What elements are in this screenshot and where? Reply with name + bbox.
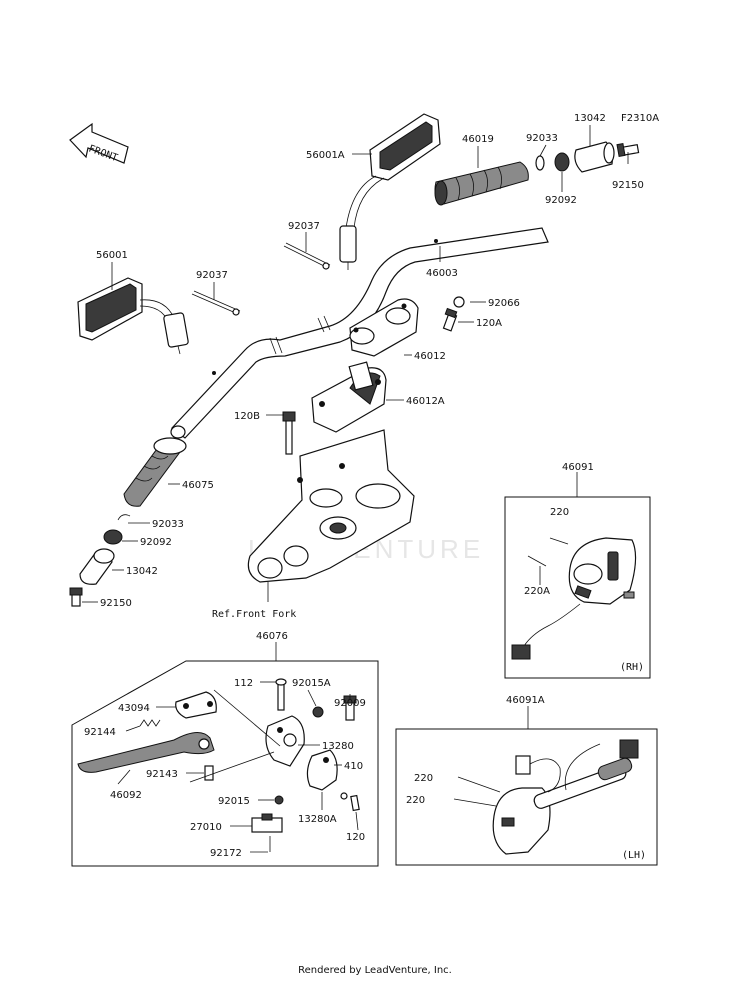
label-ref-front-fork: Ref.Front Fork bbox=[212, 609, 296, 620]
bolt-120A bbox=[442, 307, 458, 332]
handlebar-46003 bbox=[170, 227, 549, 439]
label-92037-left: 92037 bbox=[196, 270, 228, 281]
label-92092-top: 92092 bbox=[545, 195, 577, 206]
clamp-92037-left bbox=[191, 290, 241, 316]
label-92015A: 92015A bbox=[292, 678, 331, 689]
label-220-lh-1: 220 bbox=[414, 773, 433, 784]
label-56001: 56001 bbox=[96, 250, 128, 261]
washer-92015 bbox=[274, 795, 284, 805]
label-92033-top: 92033 bbox=[526, 133, 558, 144]
holder-13280 bbox=[265, 715, 305, 767]
mirror-56001A bbox=[339, 113, 441, 270]
bolt-92150-left bbox=[69, 587, 83, 607]
bolt-92150-top bbox=[616, 142, 640, 158]
label-56001A: 56001A bbox=[306, 150, 345, 161]
label-92150-left: 92150 bbox=[100, 598, 132, 609]
lever-46092 bbox=[77, 732, 215, 773]
holder-46012 bbox=[349, 298, 419, 357]
pin-92143 bbox=[204, 765, 214, 781]
label-46012: 46012 bbox=[414, 351, 446, 362]
washer-92015A bbox=[312, 706, 324, 718]
label-92015: 92015 bbox=[218, 796, 250, 807]
bracket-43094 bbox=[175, 691, 217, 719]
rh-switch-46091 bbox=[511, 537, 637, 660]
spring-92144 bbox=[139, 719, 161, 727]
collar-92092-top bbox=[554, 152, 570, 172]
mirror-56001 bbox=[77, 277, 189, 355]
triple-clamp bbox=[247, 429, 415, 583]
label-220-rh: 220 bbox=[550, 507, 569, 518]
washer-92066 bbox=[453, 296, 465, 308]
footer-credit: Rendered by LeadVenture, Inc. bbox=[298, 965, 452, 976]
label-92143: 92143 bbox=[146, 769, 178, 780]
label-220-lh-2: 220 bbox=[406, 795, 425, 806]
lh-switch-46091A bbox=[453, 739, 639, 855]
weight-13042-left bbox=[79, 548, 115, 585]
bolt-120B bbox=[282, 411, 296, 455]
label-46012A: 46012A bbox=[406, 396, 445, 407]
label-92092-left: 92092 bbox=[140, 537, 172, 548]
label-112: 112 bbox=[234, 678, 253, 689]
diagram-code: F2310A bbox=[621, 113, 659, 124]
bolt-120-lever bbox=[350, 794, 360, 812]
holder-13280A bbox=[306, 749, 338, 791]
label-13042-left: 13042 bbox=[126, 566, 158, 577]
label-92144: 92144 bbox=[84, 727, 116, 738]
leader-lines bbox=[82, 125, 629, 853]
label-13042-top: 13042 bbox=[574, 113, 606, 124]
label-120A: 120A bbox=[476, 318, 502, 329]
label-46092: 46092 bbox=[110, 790, 142, 801]
label-92009: 92009 bbox=[334, 698, 366, 709]
label-46091A: 46091A bbox=[506, 695, 545, 706]
label-43094: 43094 bbox=[118, 703, 150, 714]
label-92033-left: 92033 bbox=[152, 519, 184, 530]
label-13280A: 13280A bbox=[298, 814, 337, 825]
label-410: 410 bbox=[344, 761, 363, 772]
lh-switch-frame bbox=[395, 728, 658, 866]
ring-92033-left bbox=[117, 514, 131, 521]
label-46003: 46003 bbox=[426, 268, 458, 279]
label-92150-top: 92150 bbox=[612, 180, 644, 191]
label-lh: (LH) bbox=[622, 850, 646, 861]
label-120: 120 bbox=[346, 832, 365, 843]
front-arrow-icon: FRONT bbox=[69, 122, 129, 164]
label-rh: (RH) bbox=[620, 662, 644, 673]
switch-27010 bbox=[251, 813, 283, 833]
collar-92092-left bbox=[103, 529, 123, 545]
label-46076: 46076 bbox=[256, 631, 288, 642]
label-120B: 120B bbox=[234, 411, 260, 422]
label-220A: 220A bbox=[524, 586, 550, 597]
lever-assembly-frame bbox=[71, 660, 379, 867]
weight-13042-top bbox=[574, 141, 615, 173]
label-46075: 46075 bbox=[182, 480, 214, 491]
label-46091: 46091 bbox=[562, 462, 594, 473]
holder-46012A bbox=[311, 361, 387, 433]
label-27010: 27010 bbox=[190, 822, 222, 833]
grip-46019 bbox=[434, 161, 529, 206]
label-92066: 92066 bbox=[488, 298, 520, 309]
label-46019: 46019 bbox=[462, 134, 494, 145]
bolt-112 bbox=[275, 678, 287, 711]
label-13280: 13280 bbox=[322, 741, 354, 752]
ring-92033-top bbox=[535, 155, 545, 171]
rh-switch-frame bbox=[504, 496, 651, 679]
label-92037-top: 92037 bbox=[288, 221, 320, 232]
lever-guide-line-2 bbox=[189, 751, 275, 783]
grip-46075 bbox=[123, 437, 187, 507]
lever-guide-line-1 bbox=[213, 689, 281, 747]
clamp-92037-top bbox=[283, 242, 331, 270]
washer-410 bbox=[340, 792, 348, 800]
label-92172: 92172 bbox=[210, 848, 242, 859]
